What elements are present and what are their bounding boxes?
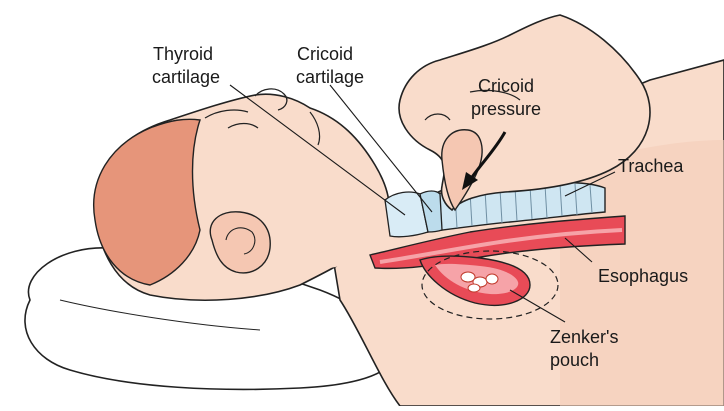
- label-zenker-line1: Zenker's: [550, 327, 618, 347]
- label-pressure-line2: pressure: [471, 99, 541, 119]
- label-zenker-line2: pouch: [550, 350, 599, 370]
- label-cricoid-line1: Cricoid: [297, 44, 353, 64]
- label-cricoid-line2: cartilage: [296, 67, 364, 87]
- label-thyroid-line2: cartilage: [152, 67, 220, 87]
- label-thyroid-line1: Thyroid: [153, 44, 213, 64]
- hair: [94, 119, 200, 285]
- label-trachea: Trachea: [618, 156, 684, 176]
- label-esophagus: Esophagus: [598, 266, 688, 286]
- label-pressure-line1: Cricoid: [478, 76, 534, 96]
